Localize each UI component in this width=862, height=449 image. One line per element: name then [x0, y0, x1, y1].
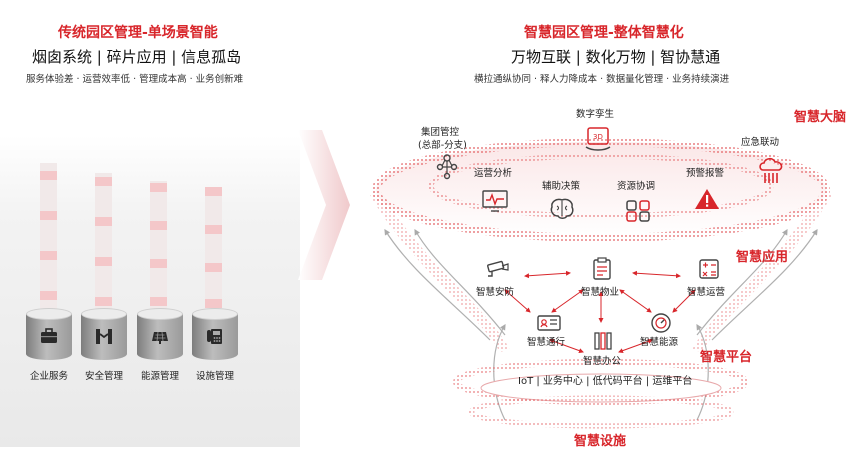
layer-label-platform: 智慧平台	[700, 350, 753, 365]
label-group-control-sub: (总部-分支)	[418, 140, 467, 151]
traditional-panel	[0, 135, 300, 447]
calculator-icon	[699, 259, 719, 279]
stack-energy-management	[137, 308, 183, 363]
stack-label: 安全管理	[84, 371, 123, 382]
digital-twin-3d-icon: 3D	[585, 127, 611, 151]
stack-security-management	[81, 308, 127, 363]
id-card-icon	[537, 315, 561, 331]
left-desc: 服务体验差 · 运营效率低 · 管理成本高 · 业务创新难	[26, 74, 244, 85]
chimney	[95, 173, 112, 313]
right-title: 智慧园区管理-整体智慧化	[524, 25, 684, 41]
layer-label-application: 智慧应用	[736, 250, 789, 265]
label-smart-property: 智慧物业	[581, 287, 620, 298]
label-operation-analysis: 运营分析	[474, 168, 513, 179]
office-binders-icon	[594, 332, 612, 350]
platform-services: IoT | 业务中心 | 低代码平台 | 运维平台	[518, 376, 693, 387]
left-subtitle: 烟囱系统 | 碎片应用 | 信息孤岛	[32, 48, 242, 66]
clipboard-icon	[593, 257, 611, 280]
label-smart-energy: 智慧能源	[640, 337, 679, 348]
svg-text:3D: 3D	[593, 133, 603, 141]
transition-arrow-icon	[298, 130, 350, 280]
funnel-diagram	[370, 138, 832, 429]
resource-puzzle-icon	[626, 200, 650, 222]
chimney	[40, 163, 57, 313]
monitor-chart-icon	[482, 190, 508, 212]
left-title: 传统园区管理-单场景智能	[58, 25, 218, 41]
cloud-data-icon	[759, 157, 783, 183]
solar-panel-icon	[152, 331, 168, 344]
label-emergency-response: 应急联动	[741, 137, 780, 148]
stack-facility-management	[192, 308, 238, 363]
label-digital-twin: 数字孪生	[576, 109, 615, 120]
label-smart-operation: 智慧运营	[687, 287, 726, 298]
right-desc: 横拉通纵协同 · 释人力降成本 · 数据量化管理 · 业务持续演进	[474, 74, 730, 85]
label-alarm: 预警报警	[686, 168, 725, 179]
label-smart-access: 智慧通行	[527, 337, 566, 348]
label-smart-office: 智慧办公	[583, 356, 622, 367]
right-subtitle: 万物互联 | 数化万物 | 智协慧通	[511, 48, 721, 66]
layer-label-infrastructure: 智慧设施	[574, 434, 627, 449]
chimney	[150, 181, 167, 313]
brain-icon	[550, 198, 574, 219]
stack-label: 设施管理	[195, 371, 234, 382]
chimney	[205, 187, 222, 313]
stack-enterprise-service	[26, 308, 72, 363]
label-smart-security: 智慧安防	[476, 287, 515, 298]
label-resource-coordination: 资源协调	[617, 181, 656, 192]
security-camera-icon	[487, 260, 509, 277]
org-network-icon	[436, 154, 458, 180]
label-decision-support: 辅助决策	[542, 181, 581, 192]
briefcase-icon	[41, 328, 57, 343]
stack-label: 能源管理	[140, 371, 179, 382]
layer-label-brain: 智慧大脑	[794, 110, 847, 125]
stack-label: 企业服务	[29, 371, 68, 382]
energy-meter-icon	[651, 313, 671, 333]
warning-icon	[695, 189, 719, 209]
label-group-control: 集团管控	[421, 127, 460, 138]
turnstile-icon	[96, 329, 112, 344]
phone-icon	[207, 329, 222, 344]
